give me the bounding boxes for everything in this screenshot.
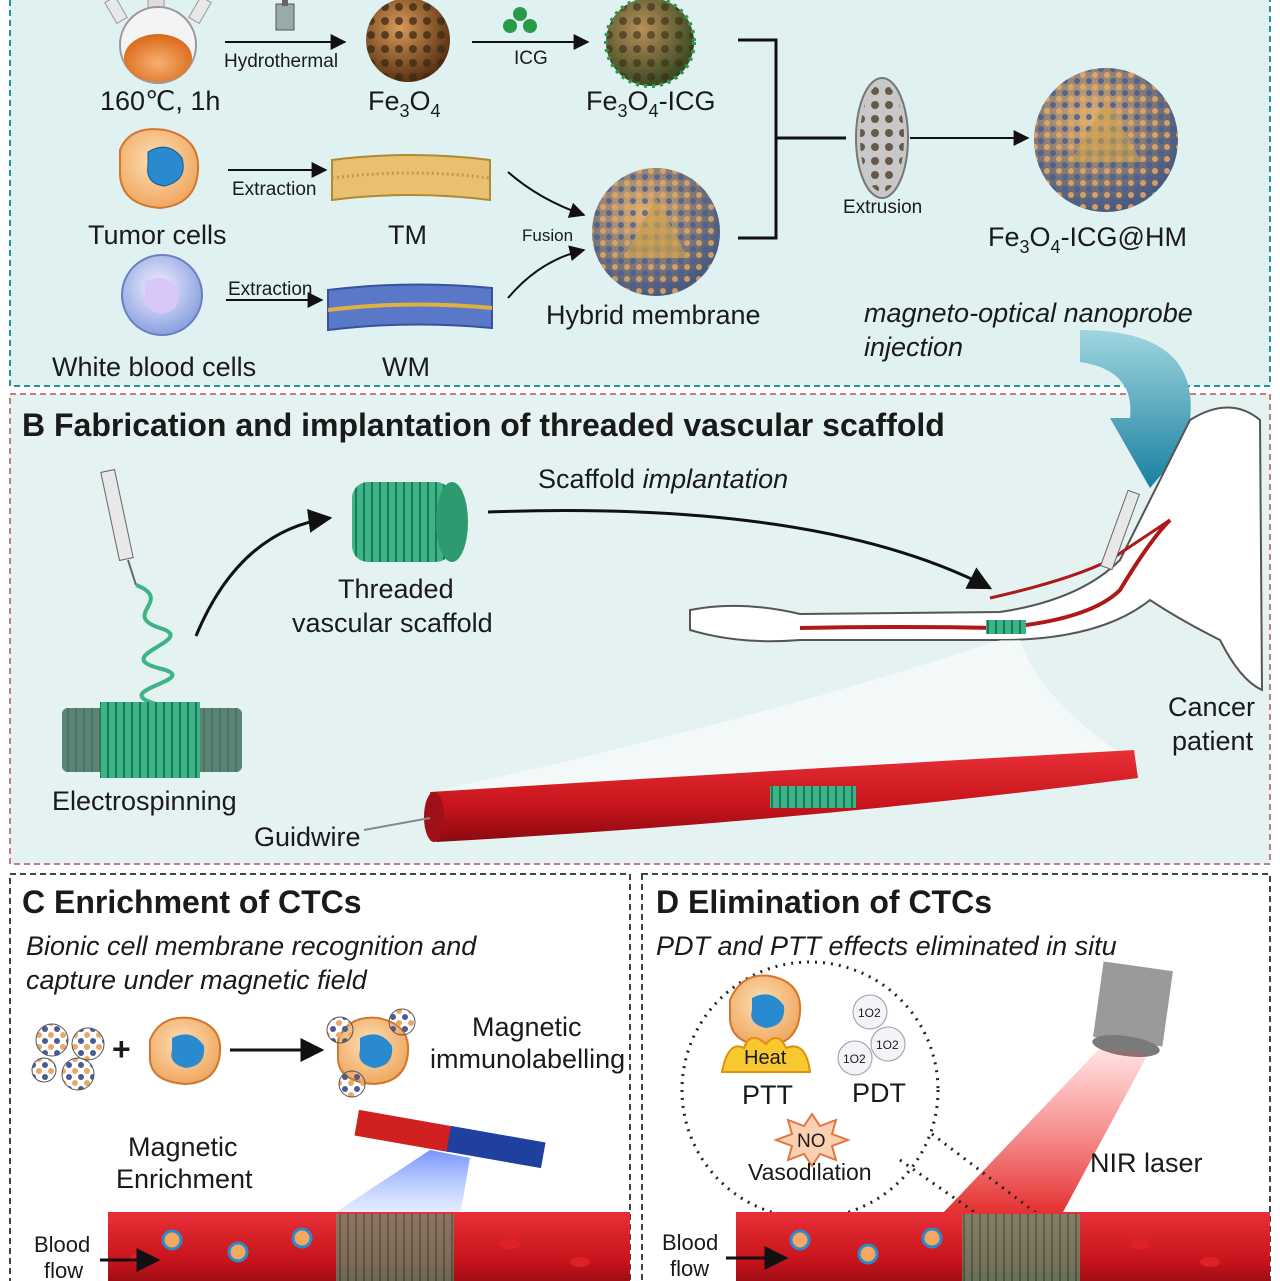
singlet-oxygen-2: 1O2 [876,1038,899,1052]
tumor-cells-label: Tumor cells [88,220,227,250]
autoclave-icon [275,0,295,31]
blood-vessel-icon [424,750,1138,842]
panel-c-subtitle-line2: capture under magnetic field [26,965,368,995]
ptt-label: PTT [742,1080,793,1110]
blood-flow-c-line1: Blood [34,1232,90,1257]
extrusion-filter-icon [855,77,909,199]
heated-cell-icon [720,974,812,1073]
fe3o4-label: Fe3O4 [368,86,441,121]
tumor-membrane-icon [331,154,491,202]
wm-label: WM [382,352,430,382]
white-blood-cells-label: White blood cells [52,352,256,382]
nir-laser-label: NIR laser [1090,1148,1203,1178]
white-blood-cell-icon [121,254,203,336]
magnetic-enrichment-line1: Magnetic [128,1132,238,1162]
fusion-arrow-bottom [507,245,586,299]
vasodilation-label: Vasodilation [748,1159,872,1185]
heat-label: Heat [744,1047,787,1069]
icg-label: ICG [514,48,548,69]
nanoprobe-injection-line1: magneto-optical nanoprobe [864,298,1193,328]
singlet-oxygen-3: 1O2 [843,1052,866,1066]
blood-flow-d-line1: Blood [662,1230,718,1255]
electrospinning-label: Electrospinning [52,786,237,816]
panel-b-title: B Fabrication and implantation of thread… [22,407,945,443]
no-burst-icon [773,1112,851,1168]
fusion-label: Fusion [522,226,573,245]
magnification-cone [440,640,1130,790]
spinning-fiber [135,583,175,707]
threaded-scaffold-line2: vascular scaffold [292,608,493,638]
hybrid-membrane-label: Hybrid membrane [546,300,761,330]
nir-laser-beam [942,1048,1148,1214]
fe3o4-icg-label: Fe3O4-ICG [586,86,716,121]
panel-c-title: C Enrichment of CTCs [22,884,362,920]
no-label: NO [797,1131,826,1152]
panel-d-subtitle: PDT and PTT effects eliminated in situ [656,931,1117,961]
magnetic-immuno-line2: immunolabelling [430,1044,625,1074]
fusion-arrow-top [507,171,586,218]
blood-flow-d-line2: flow [670,1256,709,1281]
to-scaffold-arrow [194,508,333,637]
collector-drum-icon [62,702,242,778]
threaded-scaffold-icon [352,482,468,562]
reaction-condition: 160℃, 1h [100,86,220,116]
extraction-label-2: Extraction [228,279,312,300]
nanoprobe-injection-line2: injection [864,332,963,362]
plus-sign: + [112,1031,131,1067]
injection-syringe-icon [1100,489,1140,571]
guidewire [363,817,431,831]
singlet-oxygen-1: 1O2 [858,1006,881,1020]
hybrid-membrane-sphere-icon [592,168,720,296]
tm-label: TM [388,220,427,250]
tumor-cell-icon [119,128,200,210]
icg-dye-icon [503,7,537,33]
threaded-scaffold-line1: Threaded [338,574,454,604]
cancer-patient-line2: patient [1172,726,1254,756]
blood-vessel-d-icon [736,1212,1270,1281]
wbc-membrane-icon [327,283,493,332]
syringe-icon [100,468,137,586]
nanoprobe-product-label: Fe3O4-ICG@HM [988,222,1187,257]
implantation-arrow [487,509,993,590]
magnetic-enrichment-line2: Enrichment [116,1164,253,1194]
labelled-ctc-icon [326,1008,416,1098]
nir-laser-head-icon [1092,961,1173,1057]
merge-bracket [738,38,846,240]
magnetic-immuno-line1: Magnetic [472,1012,582,1042]
blood-vessel-c-icon [108,1212,630,1281]
panel-d-title: D Elimination of CTCs [656,884,992,920]
singlet-oxygen-icon [837,994,906,1076]
scaffold-implantation-label: Scaffold implantation [538,464,788,494]
bar-magnet-icon [354,1109,546,1169]
panel-c-subtitle-line1: Bionic cell membrane recognition and [26,931,477,961]
pdt-label: PDT [852,1078,906,1108]
nanoprobe-sphere-icon [1034,68,1178,212]
nanoprobe-cluster-icon [31,1023,105,1091]
fe3o4-sphere-icon [366,0,450,82]
magnetic-field-beam [330,1150,470,1216]
zoom-pointer [899,1132,1041,1218]
blood-flow-c-line2: flow [44,1258,83,1281]
extraction-label-1: Extraction [232,179,316,200]
ctc-cell-icon [149,1016,222,1086]
extrusion-label: Extrusion [843,197,922,218]
flask-icon [104,0,212,84]
fe3o4-icg-sphere-icon [604,0,696,88]
guidwire-label: Guidwire [254,822,361,852]
cancer-patient-line1: Cancer [1168,692,1255,722]
hydrothermal-label: Hydrothermal [224,51,338,72]
